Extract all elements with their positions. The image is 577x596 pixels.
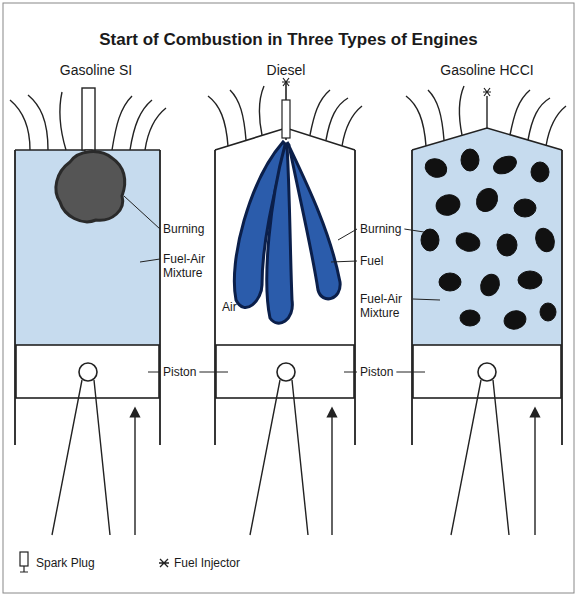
column-heading: Gasoline HCCI — [417, 62, 557, 78]
leader-line — [404, 229, 424, 232]
column-heading: Diesel — [216, 62, 356, 78]
leader-line — [148, 372, 160, 373]
part-label: Burning — [360, 222, 401, 236]
part-label: Piston — [163, 365, 196, 379]
diesel-engine — [208, 78, 362, 535]
part-label: Air — [222, 300, 237, 314]
legend-text: Spark Plug — [36, 556, 95, 570]
leader-line — [396, 372, 425, 373]
part-label: Fuel-Air Mixture — [360, 292, 410, 320]
column-heading: Gasoline SI — [26, 62, 166, 78]
part-label: Fuel-Air Mixture — [163, 252, 213, 280]
si-engine — [10, 88, 166, 535]
legend-text: Fuel Injector — [174, 556, 240, 570]
leader-line — [140, 259, 160, 262]
leader-line — [344, 372, 357, 373]
leader-line — [338, 229, 357, 240]
part-label: Burning — [163, 222, 204, 236]
diagram-title: Start of Combustion in Three Types of En… — [10, 30, 567, 50]
leader-line — [199, 372, 228, 373]
leader-line — [331, 261, 357, 262]
hcci-engine — [406, 86, 566, 535]
leader-line — [124, 196, 160, 229]
leader-line — [413, 299, 440, 300]
legend-symbols — [20, 552, 169, 572]
part-label: Fuel — [360, 254, 383, 268]
part-label: Piston — [360, 365, 393, 379]
